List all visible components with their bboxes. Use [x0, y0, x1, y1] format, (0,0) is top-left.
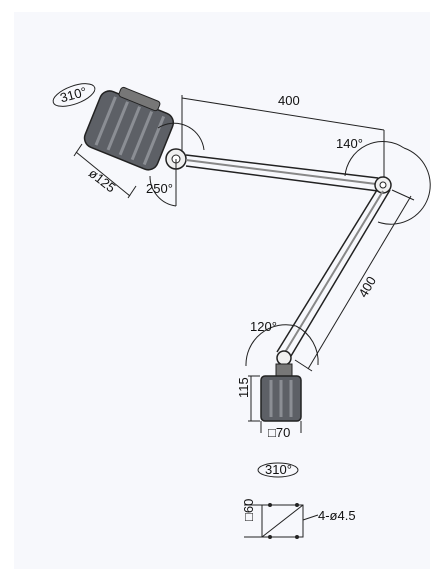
base-square-label: □70	[268, 425, 290, 440]
rotation-ellipse-base	[257, 462, 299, 478]
dimension-head-diameter	[73, 143, 137, 199]
dimension-upper-arm	[181, 95, 385, 177]
rotation-top-label: 310°	[58, 84, 88, 105]
base-joint	[276, 350, 292, 366]
rotation-ellipse-top	[52, 83, 96, 107]
upper-arm-length-label: 400	[278, 93, 300, 108]
head-angle-label: 250°	[146, 181, 173, 196]
head-diameter-label: ø125	[86, 165, 119, 195]
angle-arcs	[149, 122, 431, 367]
base-block	[260, 375, 302, 422]
lower-arm	[276, 189, 391, 357]
dimension-base-height	[248, 375, 260, 422]
lower-arm-length-label: 400	[355, 274, 379, 300]
lamp-head	[83, 86, 175, 171]
mounting-plate	[244, 504, 319, 538]
holes-label: 4-ø4.5	[318, 508, 356, 523]
plate-square-label: □60	[241, 499, 256, 521]
dimension-base-width	[260, 421, 302, 433]
mounting-holes	[268, 503, 299, 539]
base-height-label: 115	[236, 377, 251, 398]
joint-angle-base-label: 120°	[250, 319, 277, 334]
dimension-lower-arm	[294, 189, 415, 372]
joint-angle-right-label: 140°	[336, 136, 363, 151]
rotation-base-label: 310°	[265, 462, 292, 477]
upper-arm	[185, 154, 379, 192]
